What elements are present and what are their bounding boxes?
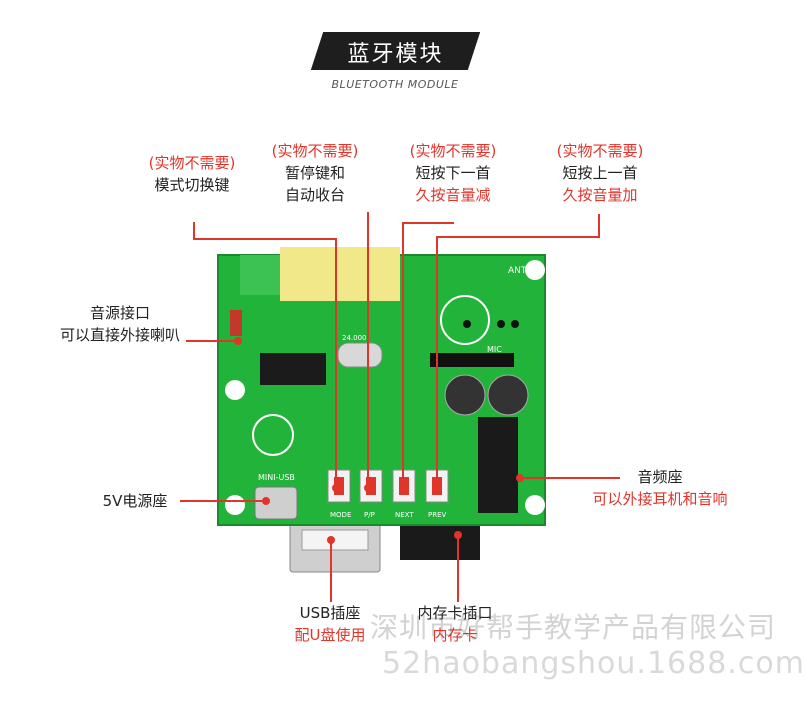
callout-audio-in-line1: 音源接口 bbox=[89, 304, 150, 322]
page-title: 蓝牙模块 bbox=[347, 42, 444, 67]
callout-mode: (实物不需要) 模式切换键 bbox=[132, 152, 252, 196]
mini-usb-port bbox=[254, 486, 298, 520]
callout-card-line2: 内存卡 bbox=[432, 626, 478, 644]
callout-power: 5V电源座 bbox=[90, 490, 180, 512]
callout-card-line1: 内存卡插口 bbox=[417, 604, 493, 622]
callout-prev-line1: 短按上一首 bbox=[562, 164, 638, 182]
watermark-url: 52haobangshou.1688.com bbox=[382, 646, 805, 681]
callout-usb: USB插座 配U盘使用 bbox=[280, 602, 380, 646]
callout-next-line2: 久按音量减 bbox=[415, 186, 491, 204]
callout-pause-note: (实物不需要) bbox=[271, 142, 359, 160]
mic-label: MIC bbox=[487, 345, 502, 354]
callout-next-line1: 短按下一首 bbox=[415, 164, 491, 182]
callout-usb-line1: USB插座 bbox=[299, 604, 361, 622]
callout-jack: 音频座 可以外接耳机和音响 bbox=[570, 466, 750, 510]
chip bbox=[260, 353, 326, 385]
callout-jack-line2: 可以外接耳机和音响 bbox=[592, 490, 728, 508]
button-label-prev: PREV bbox=[428, 511, 447, 519]
callout-audio-in-line2: 可以直接外接喇叭 bbox=[59, 326, 180, 344]
antenna-area bbox=[280, 247, 400, 301]
page-subtitle: BLUETOOTH MODULE bbox=[331, 78, 459, 91]
callout-next: (实物不需要) 短按下一首 久按音量减 bbox=[393, 140, 513, 206]
callout-power-line1: 5V电源座 bbox=[102, 492, 168, 510]
callout-prev-note: (实物不需要) bbox=[556, 142, 644, 160]
crystal-label: 24.000 bbox=[342, 334, 367, 342]
callout-usb-line2: 配U盘使用 bbox=[294, 626, 366, 644]
bluetooth-board: ANT MIC 24.000 MINI-USB MODE P/P NEXT PR… bbox=[217, 247, 546, 573]
callout-card: 内存卡插口 内存卡 bbox=[405, 602, 505, 646]
callout-mode-note: (实物不需要) bbox=[148, 154, 236, 172]
audio-jack bbox=[478, 417, 518, 513]
button-label-mode: MODE bbox=[330, 511, 351, 519]
mini-usb-label: MINI-USB bbox=[258, 473, 295, 482]
button-label-next: NEXT bbox=[395, 511, 414, 519]
callout-prev: (实物不需要) 短按上一首 久按音量加 bbox=[540, 140, 660, 206]
callout-jack-line1: 音频座 bbox=[637, 468, 683, 486]
watermark-company: 深圳市好帮手教学产品有限公司 bbox=[370, 611, 777, 644]
callout-mode-line1: 模式切换键 bbox=[154, 176, 230, 194]
ant-label: ANT bbox=[508, 266, 527, 276]
callout-pause-line1: 暂停键和 bbox=[284, 164, 345, 182]
callout-audio-in: 音源接口 可以直接外接喇叭 bbox=[40, 302, 200, 346]
button-label-pp: P/P bbox=[364, 511, 375, 519]
callout-prev-line2: 久按音量加 bbox=[562, 186, 638, 204]
callout-pause: (实物不需要) 暂停键和 自动收台 bbox=[255, 140, 375, 206]
callout-pause-line2: 自动收台 bbox=[284, 186, 345, 204]
callout-next-note: (实物不需要) bbox=[409, 142, 497, 160]
